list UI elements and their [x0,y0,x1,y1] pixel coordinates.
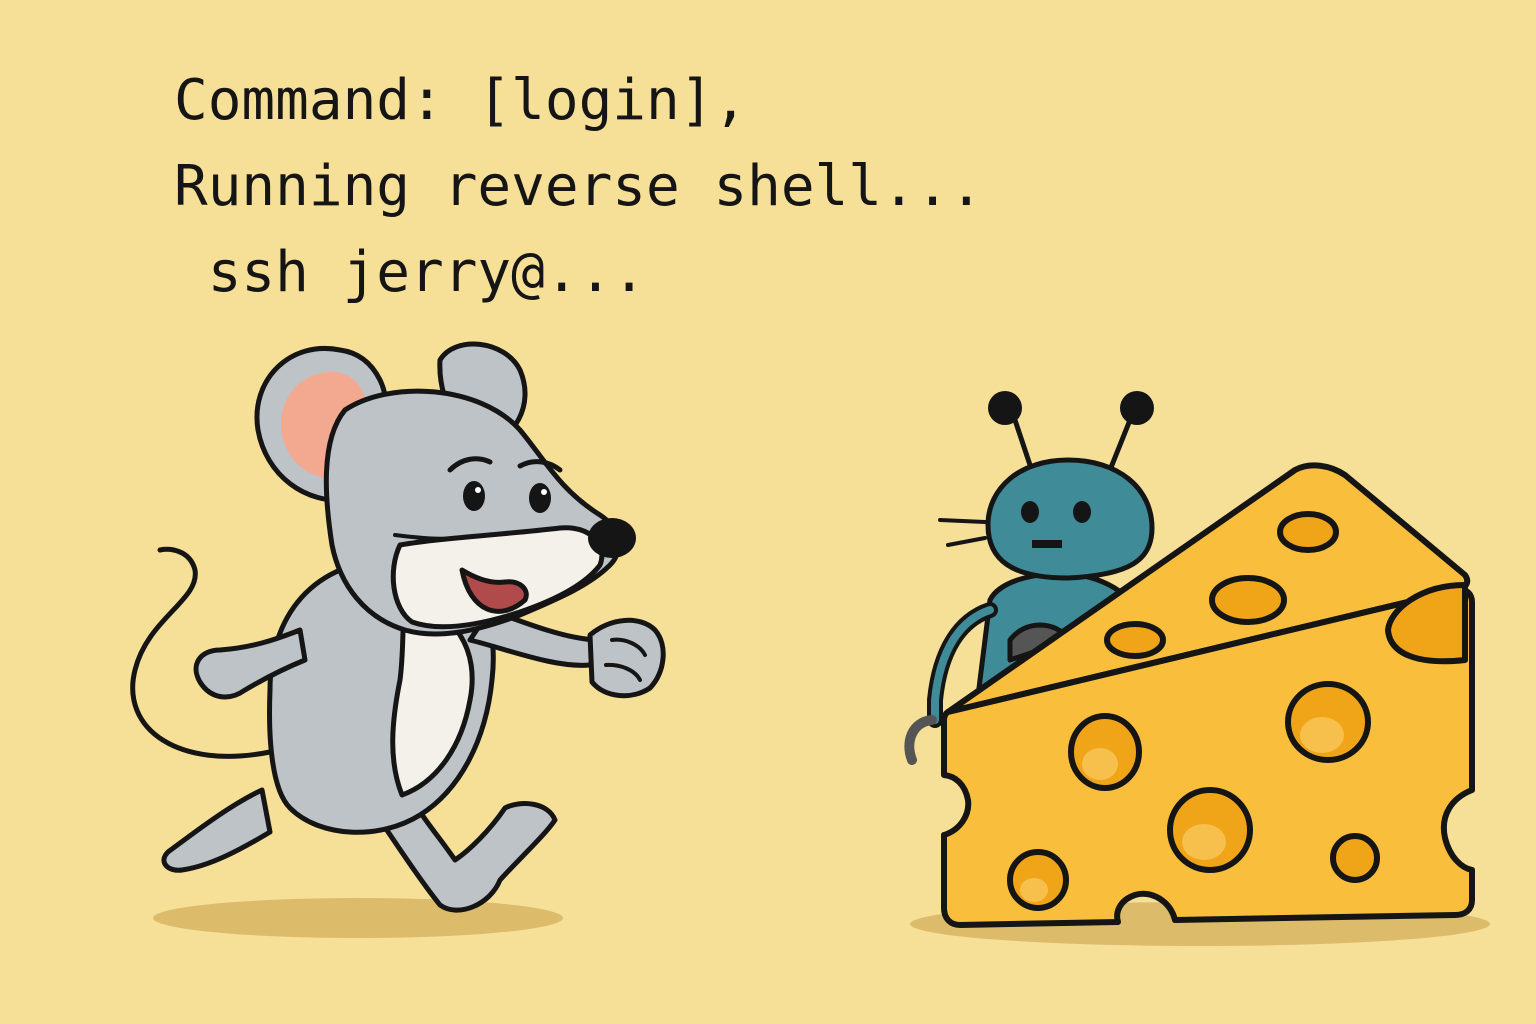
cheese-hole [1277,511,1339,553]
mouse-nose [588,518,636,558]
robot-antenna-right [1107,417,1133,473]
mouse-back-leg [161,787,273,873]
mouse-left-eye [463,481,485,511]
robot-right-eye [1073,501,1091,523]
status-line: Running reverse shell... [174,154,984,219]
robot-mouth [1032,540,1062,548]
robot-whiskers [938,518,987,547]
robot-antenna-left [1012,417,1033,468]
mouse-right-eye [529,483,551,513]
mouse-muzzle [390,525,605,630]
robot-head [985,457,1155,581]
cheese-hole [1330,833,1380,883]
mouse-mouth [459,567,529,614]
ssh-line: ssh jerry@... [174,240,647,305]
cheese-wedge [941,462,1475,928]
mouse-character [130,341,666,913]
mouse-front-leg [369,792,558,913]
cheese-hole [1209,575,1287,625]
terminal-output: Command: [login], Running reverse shell..… [174,58,983,316]
cheese-hole [1385,582,1468,665]
mouse-shadow [153,898,563,938]
command-line: Command: [login], [174,68,748,133]
mouse-back-arm [193,627,308,700]
mouse-belly [390,597,475,798]
mouse-fist [587,617,666,699]
robot-claw [904,715,937,765]
robot-left-eye [1021,501,1039,523]
mouse-tail [130,546,273,759]
cheese-hole [1104,621,1166,659]
